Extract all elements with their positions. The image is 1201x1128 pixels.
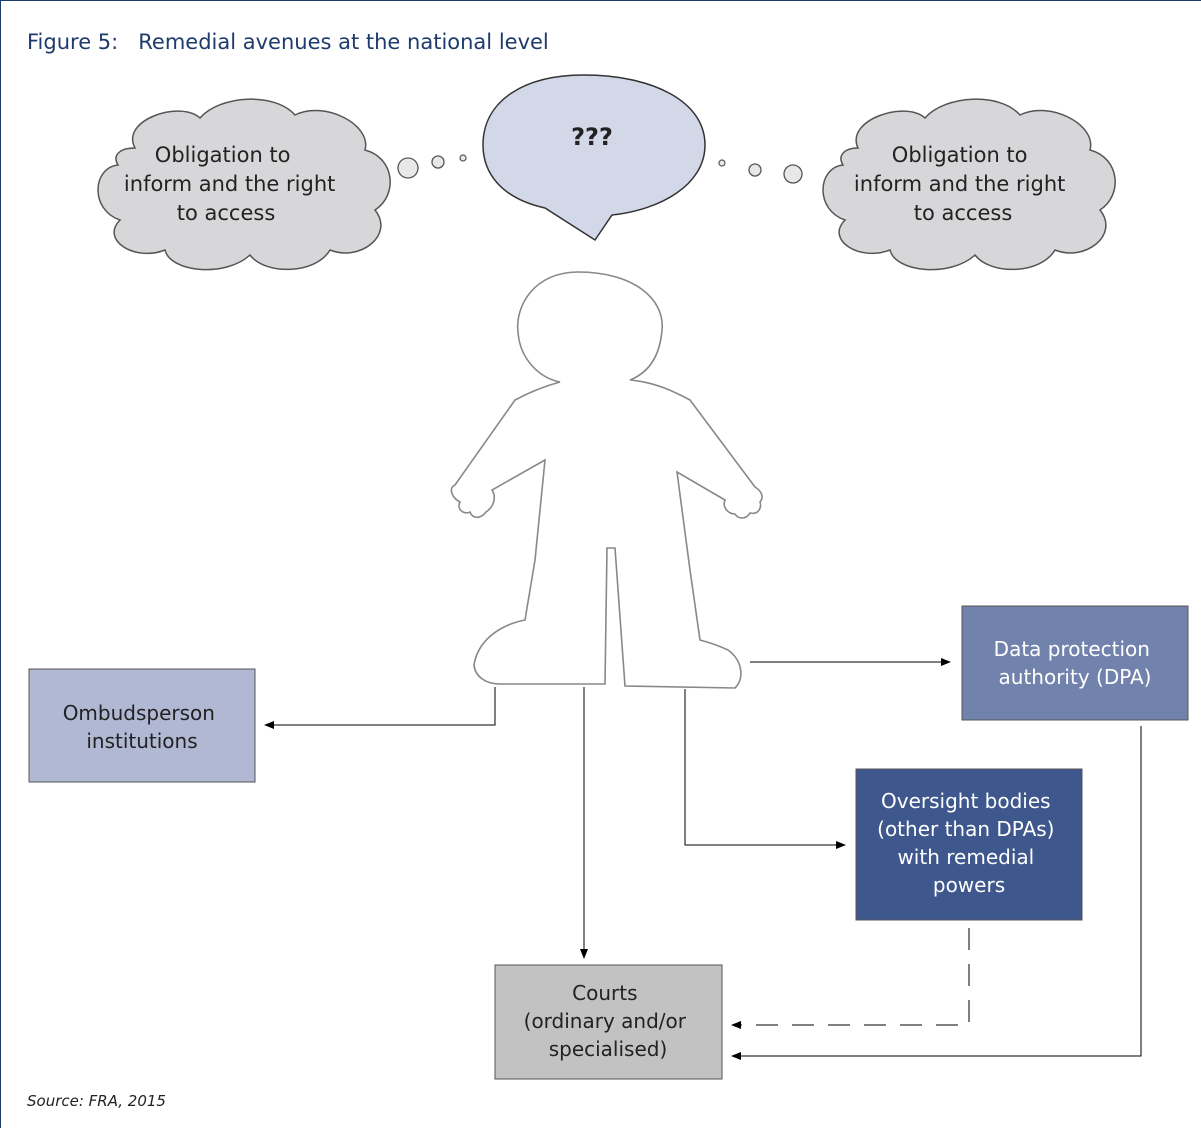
cloud-right-line-2: inform and the right [854, 172, 1065, 196]
courts-box: Courts (ordinary and/or specialised) [494, 964, 723, 1080]
cloud-left-line-1: Obligation to [155, 143, 291, 167]
oversight-line-2: (other than DPAs) [877, 817, 1054, 841]
speech-bubble-text: ??? [571, 123, 613, 151]
ombudsperson-line-2: institutions [86, 729, 197, 753]
svg-text:Obligation to inform and: Obligation to inform and the right to ac… [124, 143, 342, 225]
dashed-arrow-oversight-to-courts [731, 928, 970, 1029]
ombudsperson-box-rect [28, 668, 256, 783]
thought-bubble-small-right [718, 159, 726, 167]
speech-bubble-shape [482, 74, 706, 242]
courts-line-3: specialised) [549, 1037, 668, 1061]
thought-bubble-medium-left [431, 155, 445, 169]
thought-bubble-small-left [459, 154, 467, 162]
oversight-box: Oversight bodies (other than DPAs) with … [855, 768, 1083, 921]
thought-bubble-large-left [397, 157, 419, 179]
dpa-box-rect [961, 605, 1189, 721]
source-note: Source: FRA, 2015 [27, 1092, 166, 1110]
svg-text:Data protection authorit: Data protection authority (DPA) [994, 637, 1157, 689]
cloud-shape-right [822, 98, 1116, 271]
ombudsperson-line-1: Ombudsperson [63, 701, 215, 725]
dpa-box: Data protection authority (DPA) [961, 605, 1189, 721]
svg-text:Courts (ordinary and/or: Courts (ordinary and/or specialised) [524, 981, 693, 1061]
cloud-shape-left [97, 98, 391, 271]
cloud-left-line-2: inform and the right [124, 172, 335, 196]
svg-text:Oversight bodies (other: Oversight bodies (other than DPAs) with … [877, 789, 1061, 897]
cloud-left-line-3: to access [177, 201, 276, 225]
courts-line-1: Courts [572, 981, 637, 1005]
courts-box-rect [494, 964, 723, 1080]
oversight-line-1: Oversight bodies [881, 789, 1051, 813]
courts-line-2: (ordinary and/or [524, 1009, 687, 1033]
arrow-to-ombudsperson [264, 687, 496, 729]
person-outline-icon [450, 271, 763, 689]
dpa-line-2: authority (DPA) [999, 665, 1152, 689]
oversight-line-4: powers [933, 873, 1005, 897]
thought-cloud-right: Obligation to inform and the right to ac… [822, 98, 1116, 271]
arrow-to-oversight [684, 689, 846, 849]
ombudsperson-box: Ombudsperson institutions [28, 668, 256, 783]
cloud-right-line-3: to access [914, 201, 1013, 225]
dpa-line-1: Data protection [994, 637, 1150, 661]
thought-bubble-large-right [783, 164, 803, 184]
thought-cloud-left: Obligation to inform and the right to ac… [97, 98, 391, 271]
figure-title: Figure 5: Remedial avenues at the nation… [27, 30, 549, 54]
oversight-line-3: with remedial [897, 845, 1034, 869]
oversight-box-rect [855, 768, 1083, 921]
arrow-dpa-to-courts [731, 726, 1142, 1060]
cloud-right-line-1: Obligation to [892, 143, 1028, 167]
speech-bubble: ??? [482, 74, 706, 242]
thought-bubble-medium-right [748, 163, 762, 177]
svg-text:Ombudsperson institution: Ombudsperson institutions [63, 701, 222, 753]
svg-text:Obligation to inform and: Obligation to inform and the right to ac… [854, 143, 1072, 225]
